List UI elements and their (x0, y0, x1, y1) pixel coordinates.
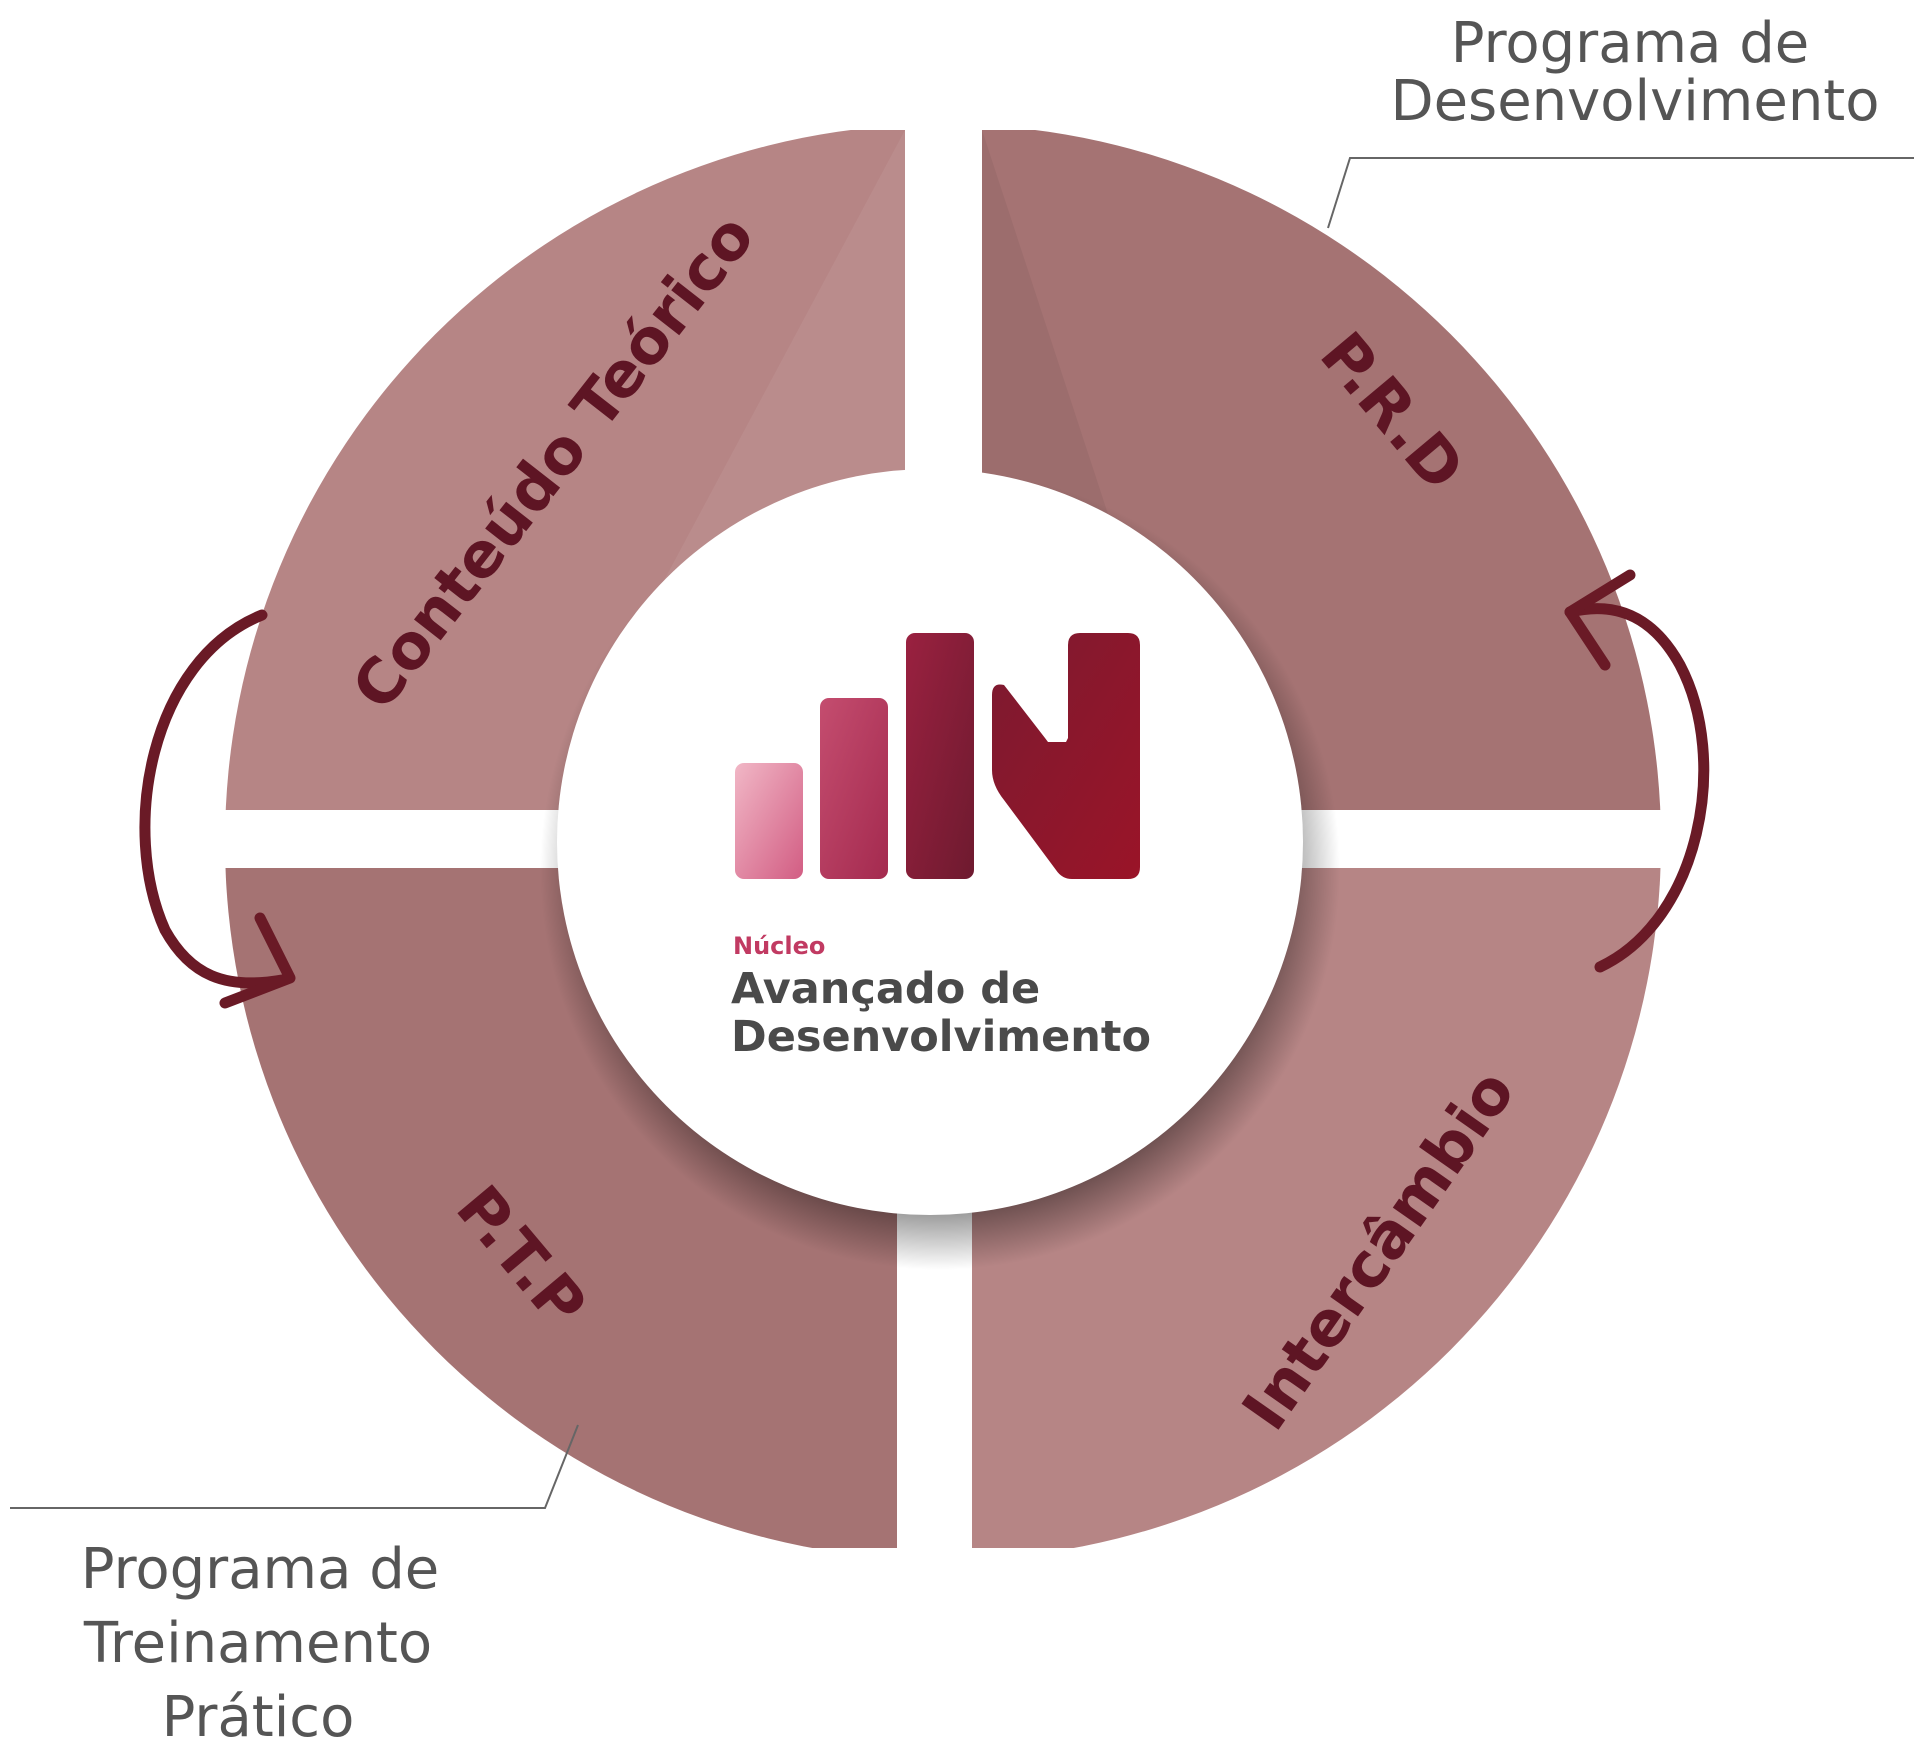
logo-title-line2: Desenvolvimento (731, 1012, 1151, 1062)
callout-bottom-left-line1: Programa de (81, 1537, 439, 1602)
callout-bottom-left-line3: Prático (162, 1685, 355, 1750)
logo-title-line1: Avançado de (731, 964, 1040, 1014)
arrow-left-cycle (139, 609, 296, 1009)
callout-top-right-line2: Desenvolvimento (1390, 69, 1879, 134)
callout-top-right: Programa de Desenvolvimento (1390, 11, 1879, 134)
callout-bottom-left: Programa de Treinamento Prático (81, 1537, 439, 1750)
callout-line-top-right (1327, 157, 1914, 229)
callout-bottom-left-line2: Treinamento (83, 1611, 432, 1676)
callout-line-bottom-left (10, 1424, 579, 1509)
logo-kicker: Núcleo (733, 932, 825, 960)
arrow-right-cycle (1564, 569, 1710, 973)
center-logo: Núcleo Avançado de Desenvolvimento (731, 633, 1151, 1062)
logo-bars-icon (735, 633, 1140, 879)
callout-top-right-line1: Programa de (1451, 11, 1809, 76)
